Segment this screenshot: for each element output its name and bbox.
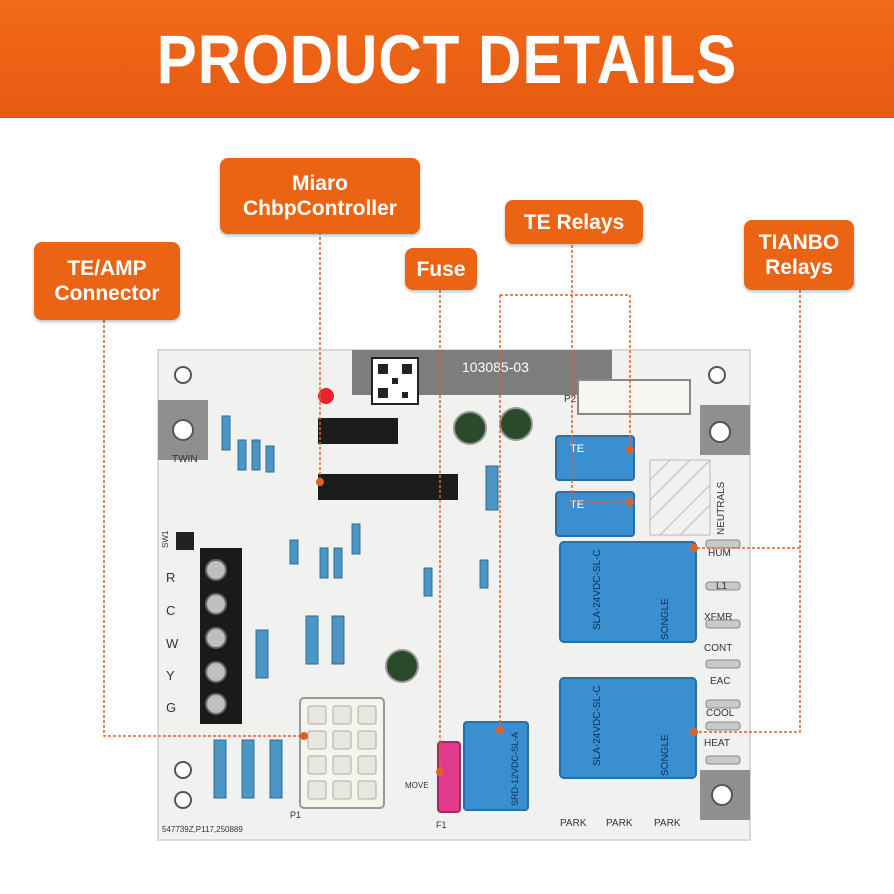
te-relay-2 [555,491,635,537]
relay-brand: SONGLE [660,598,671,640]
park-label-2: PARK [606,818,633,829]
capacitor [499,407,533,441]
tianbo-relay-1 [559,541,697,643]
mount-hole [711,784,733,806]
controller-chip [318,474,458,500]
p2-connector [577,379,691,415]
terminal-label-y: Y [166,668,175,683]
terminal-label-w: W [166,636,179,651]
f1-label: F1 [436,820,447,830]
callout-tianbo-relays: TIANBO Relays [744,220,854,290]
callout-connector-line2: Connector [54,282,160,305]
mount-hole [174,791,192,809]
relay-brand: SONGLE [660,734,671,776]
callout-controller-line1: Miaro [291,172,348,195]
callout-tianbo-line2: Relays [765,256,833,279]
songle-small-relay [463,721,529,811]
terminal-label-c: C [166,603,175,618]
relay-model-small: SRD-12VDC-SL-A [510,732,520,806]
park-label-3: PARK [654,818,681,829]
sw1-button [176,532,194,550]
p2-label: P2 [564,394,577,405]
label-xfmr: XFMR [704,612,732,623]
label-eac: EAC [710,676,731,687]
callout-te-relays-label: TE Relays [523,210,625,234]
te-relay-1 [555,435,635,481]
capacitor [385,649,419,683]
banner-title: PRODUCT DETAILS [156,20,738,98]
relay-model: SLA-24VDC-SL-C [592,549,603,630]
label-cont: CONT [704,643,732,654]
label-cool: COOL [706,708,735,719]
sw1-label: SW1 [161,530,170,548]
callout-fuse-label: Fuse [416,257,466,281]
mount-hole [172,419,194,441]
serial-number: 547739Z,P117,250889 [162,825,243,834]
mount-hole [174,761,192,779]
part-number: 103085-03 [462,359,529,375]
callout-tianbo-line1: TIANBO [758,231,840,254]
park-label-1: PARK [560,818,587,829]
terminal-label-g: G [166,700,176,715]
callout-controller: Miaro ChbpController [220,158,420,234]
twin-label: TWIN [172,454,198,465]
mount-hole [708,366,726,384]
neutrals-label: NEUTRALS [716,481,727,535]
leader-lines [103,232,801,776]
p1-label: P1 [290,810,301,820]
callout-fuse: Fuse [405,248,477,290]
capacitor [453,411,487,445]
mount-hole [709,421,731,443]
relay-model: SLA-24VDC-SL-C [592,685,603,766]
te-relay-label: TE [570,443,584,455]
callout-connector-line1: TE/AMP [67,257,147,280]
label-l1: L1 [716,581,728,592]
fuse [437,741,461,813]
ic-chip [318,418,398,444]
move-label: MOVE [405,781,429,790]
callout-te-relays: TE Relays [505,200,643,244]
terminal-label-r: R [166,570,175,585]
header-banner: PRODUCT DETAILS [0,0,894,118]
mount-hole [174,366,192,384]
label-heat: HEAT [704,738,730,749]
tianbo-relay-2 [559,677,697,779]
callout-controller-line2: ChbpController [243,197,397,220]
led [318,388,334,404]
label-hum: HUM [708,548,731,559]
callout-connector: TE/AMP Connector [34,242,180,320]
